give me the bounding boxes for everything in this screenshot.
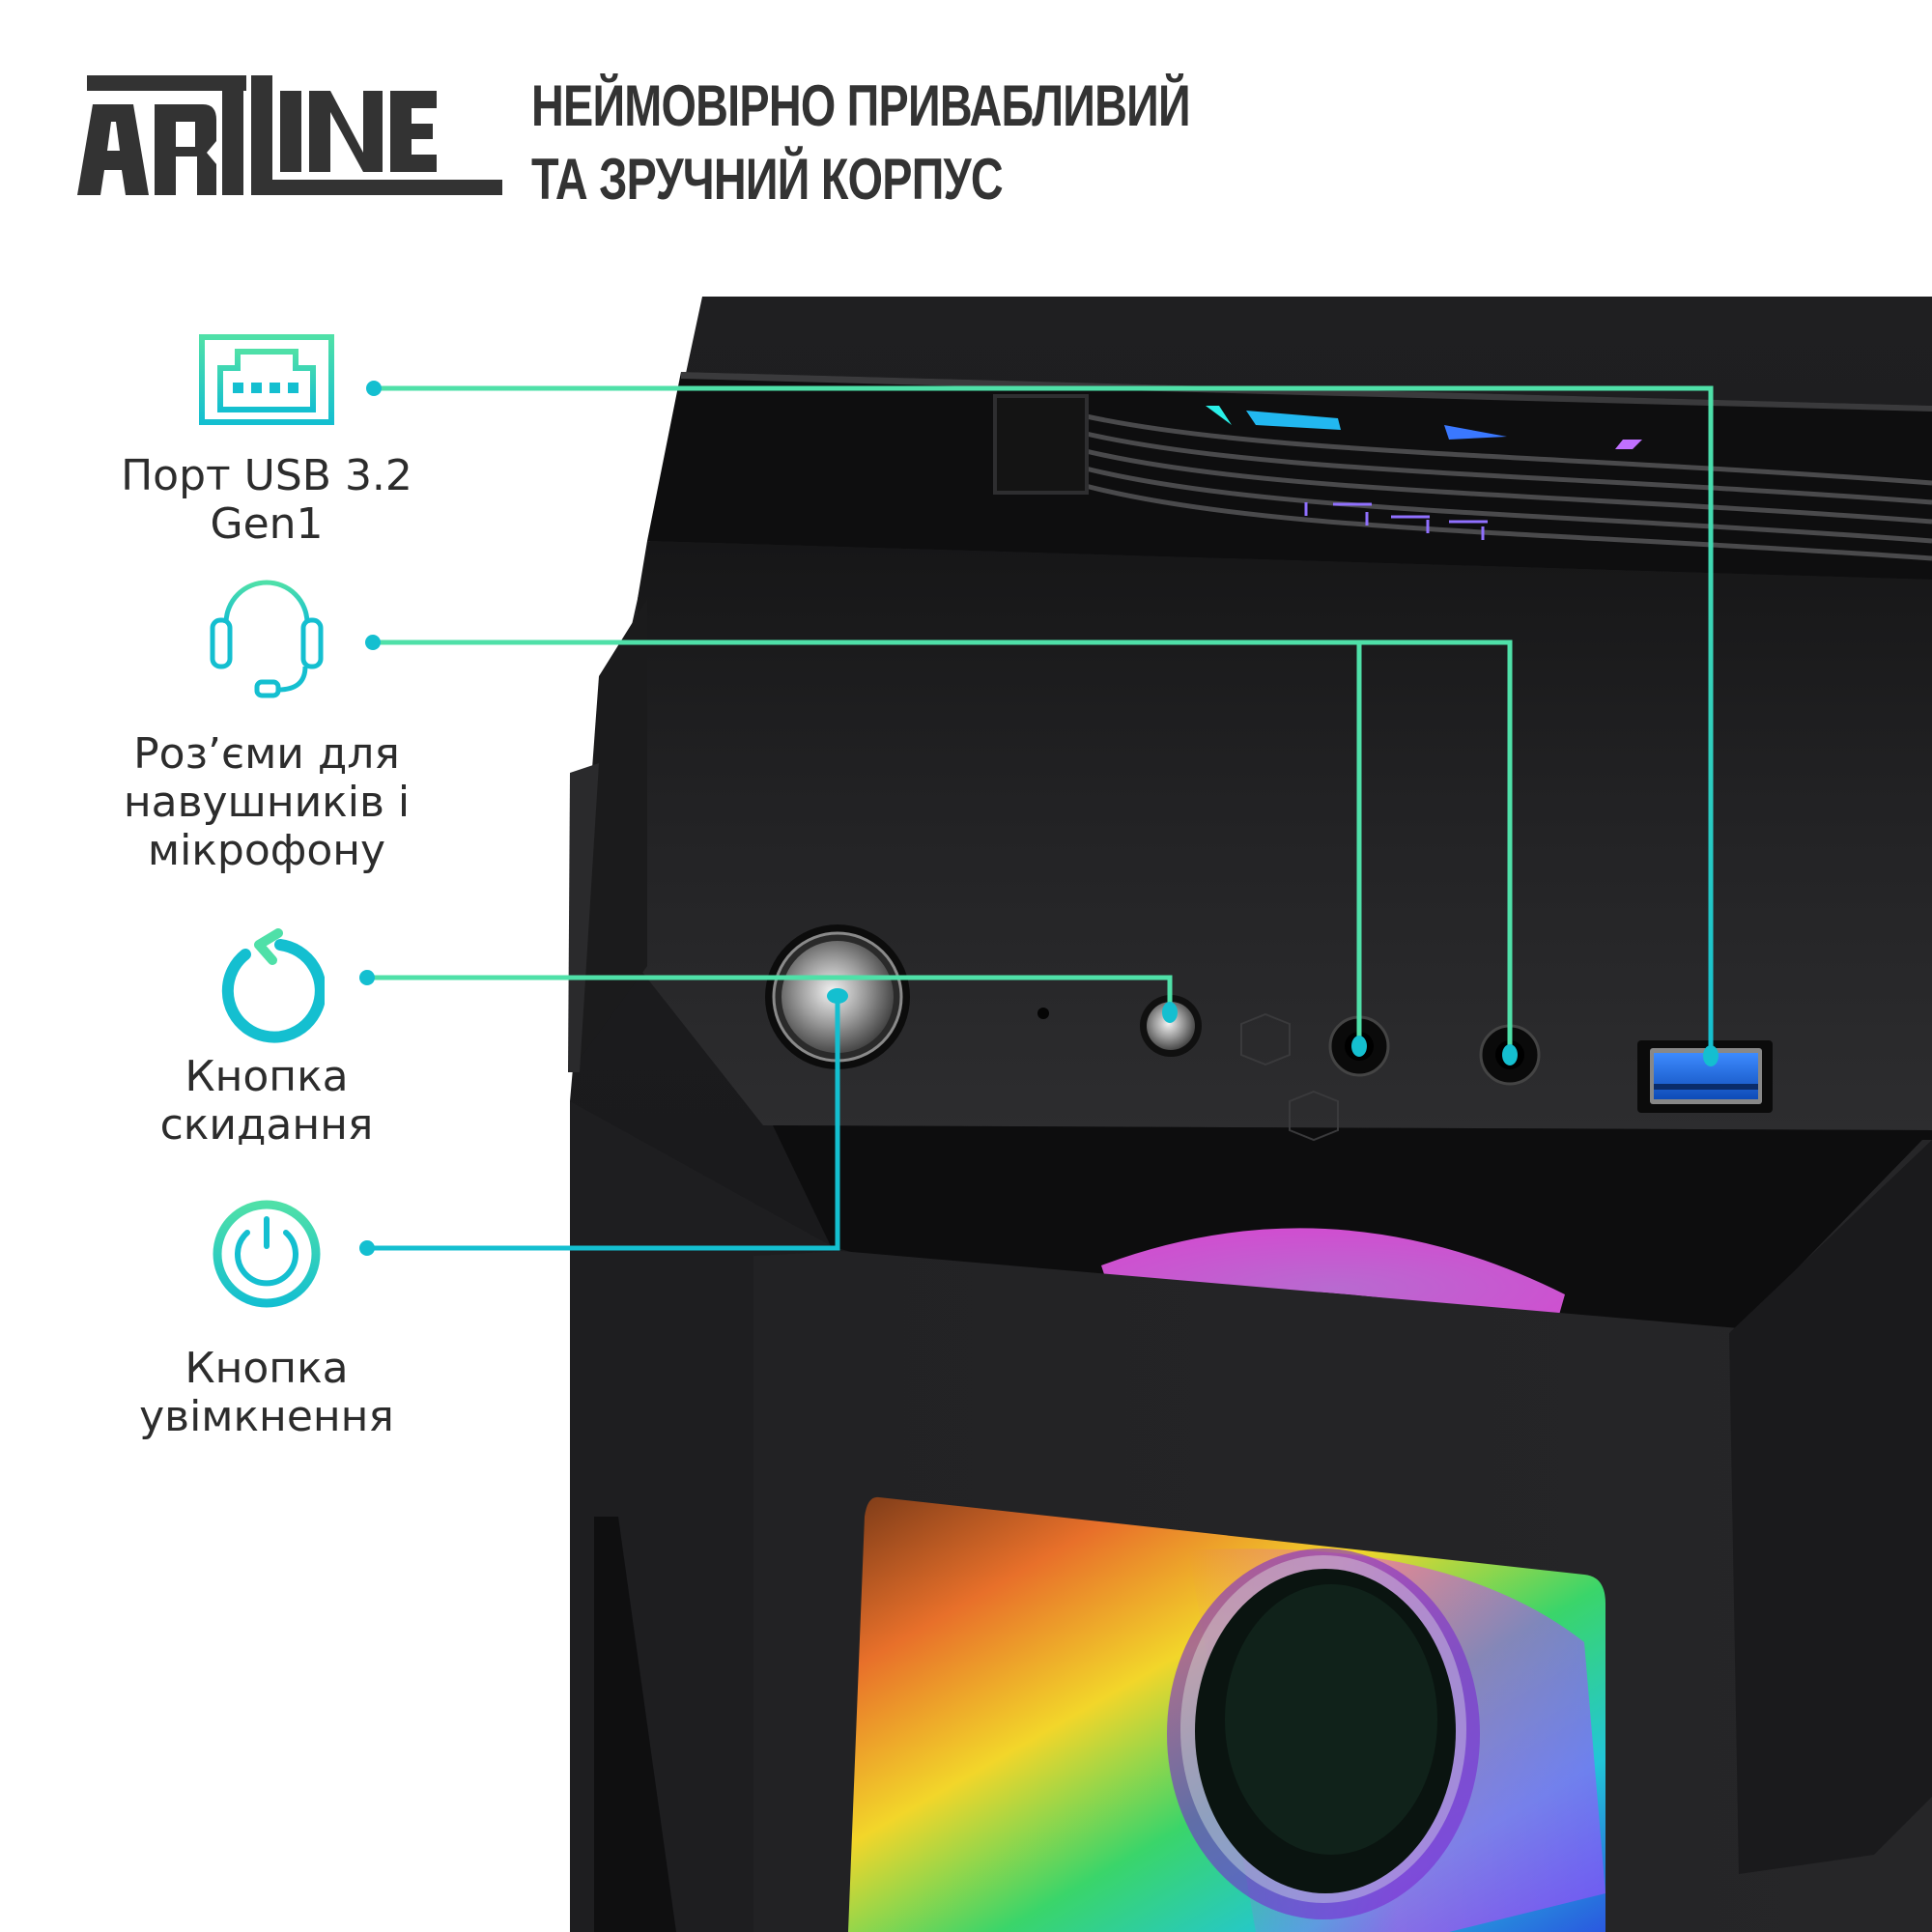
rgb-glow-purple [1304, 502, 1488, 540]
hdd-led [1037, 1008, 1049, 1019]
headline-line-2: ТА ЗРУЧНИЙ КОРПУС [531, 147, 1004, 212]
case-top-opening [647, 372, 1932, 580]
rgb-front-fan [848, 1496, 1605, 1932]
feature-usb-label-1: Порт USB 3.2 [121, 451, 412, 500]
feature-usb-label-2: Gen1 [210, 499, 324, 549]
page-headline: НЕЙМОВІРНО ПРИВАБЛИВИЙ ТА ЗРУЧНИЙ КОРПУС [531, 70, 1191, 216]
connector-dots [359, 381, 1719, 1256]
artline-logo-mark [77, 75, 502, 195]
usb-connector-line [374, 385, 1714, 1056]
front-io-panel [638, 541, 1932, 1130]
feature-reset: Кнопка скидання [54, 927, 479, 1150]
feature-reset-label-2: скидання [159, 1100, 374, 1150]
audio-connector-line [373, 639, 1513, 1055]
reset-icon [221, 928, 325, 1043]
usb-port[interactable] [1637, 1040, 1773, 1113]
usb-port-icon [199, 334, 334, 425]
feature-audio: Роз’єми для навушників і мікрофону [54, 580, 479, 875]
rgb-glow-cyan [1206, 406, 1232, 425]
rgb-fan-top [1101, 1228, 1565, 1328]
feature-audio-label-2: навушників і [123, 778, 411, 827]
feature-power-label-1: Кнопка [185, 1344, 349, 1393]
power-connector-line [367, 997, 840, 1251]
power-icon [213, 1200, 321, 1308]
feature-usb: Порт USB 3.2 Gen1 [54, 334, 479, 549]
feature-power: Кнопка увімкнення [54, 1198, 479, 1441]
feature-reset-label-1: Кнопка [185, 1052, 349, 1101]
artline-logo [77, 75, 502, 195]
psu-cables [1081, 412, 1932, 561]
feature-power-label-2: увімкнення [139, 1392, 394, 1441]
feature-audio-label-3: мікрофону [147, 826, 386, 875]
headline-line-1: НЕЙМОВІРНО ПРИВАБЛИВИЙ [531, 73, 1191, 138]
headset-icon [210, 580, 324, 698]
feature-audio-label-1: Роз’єми для [133, 729, 400, 779]
reset-button[interactable] [1140, 995, 1202, 1057]
